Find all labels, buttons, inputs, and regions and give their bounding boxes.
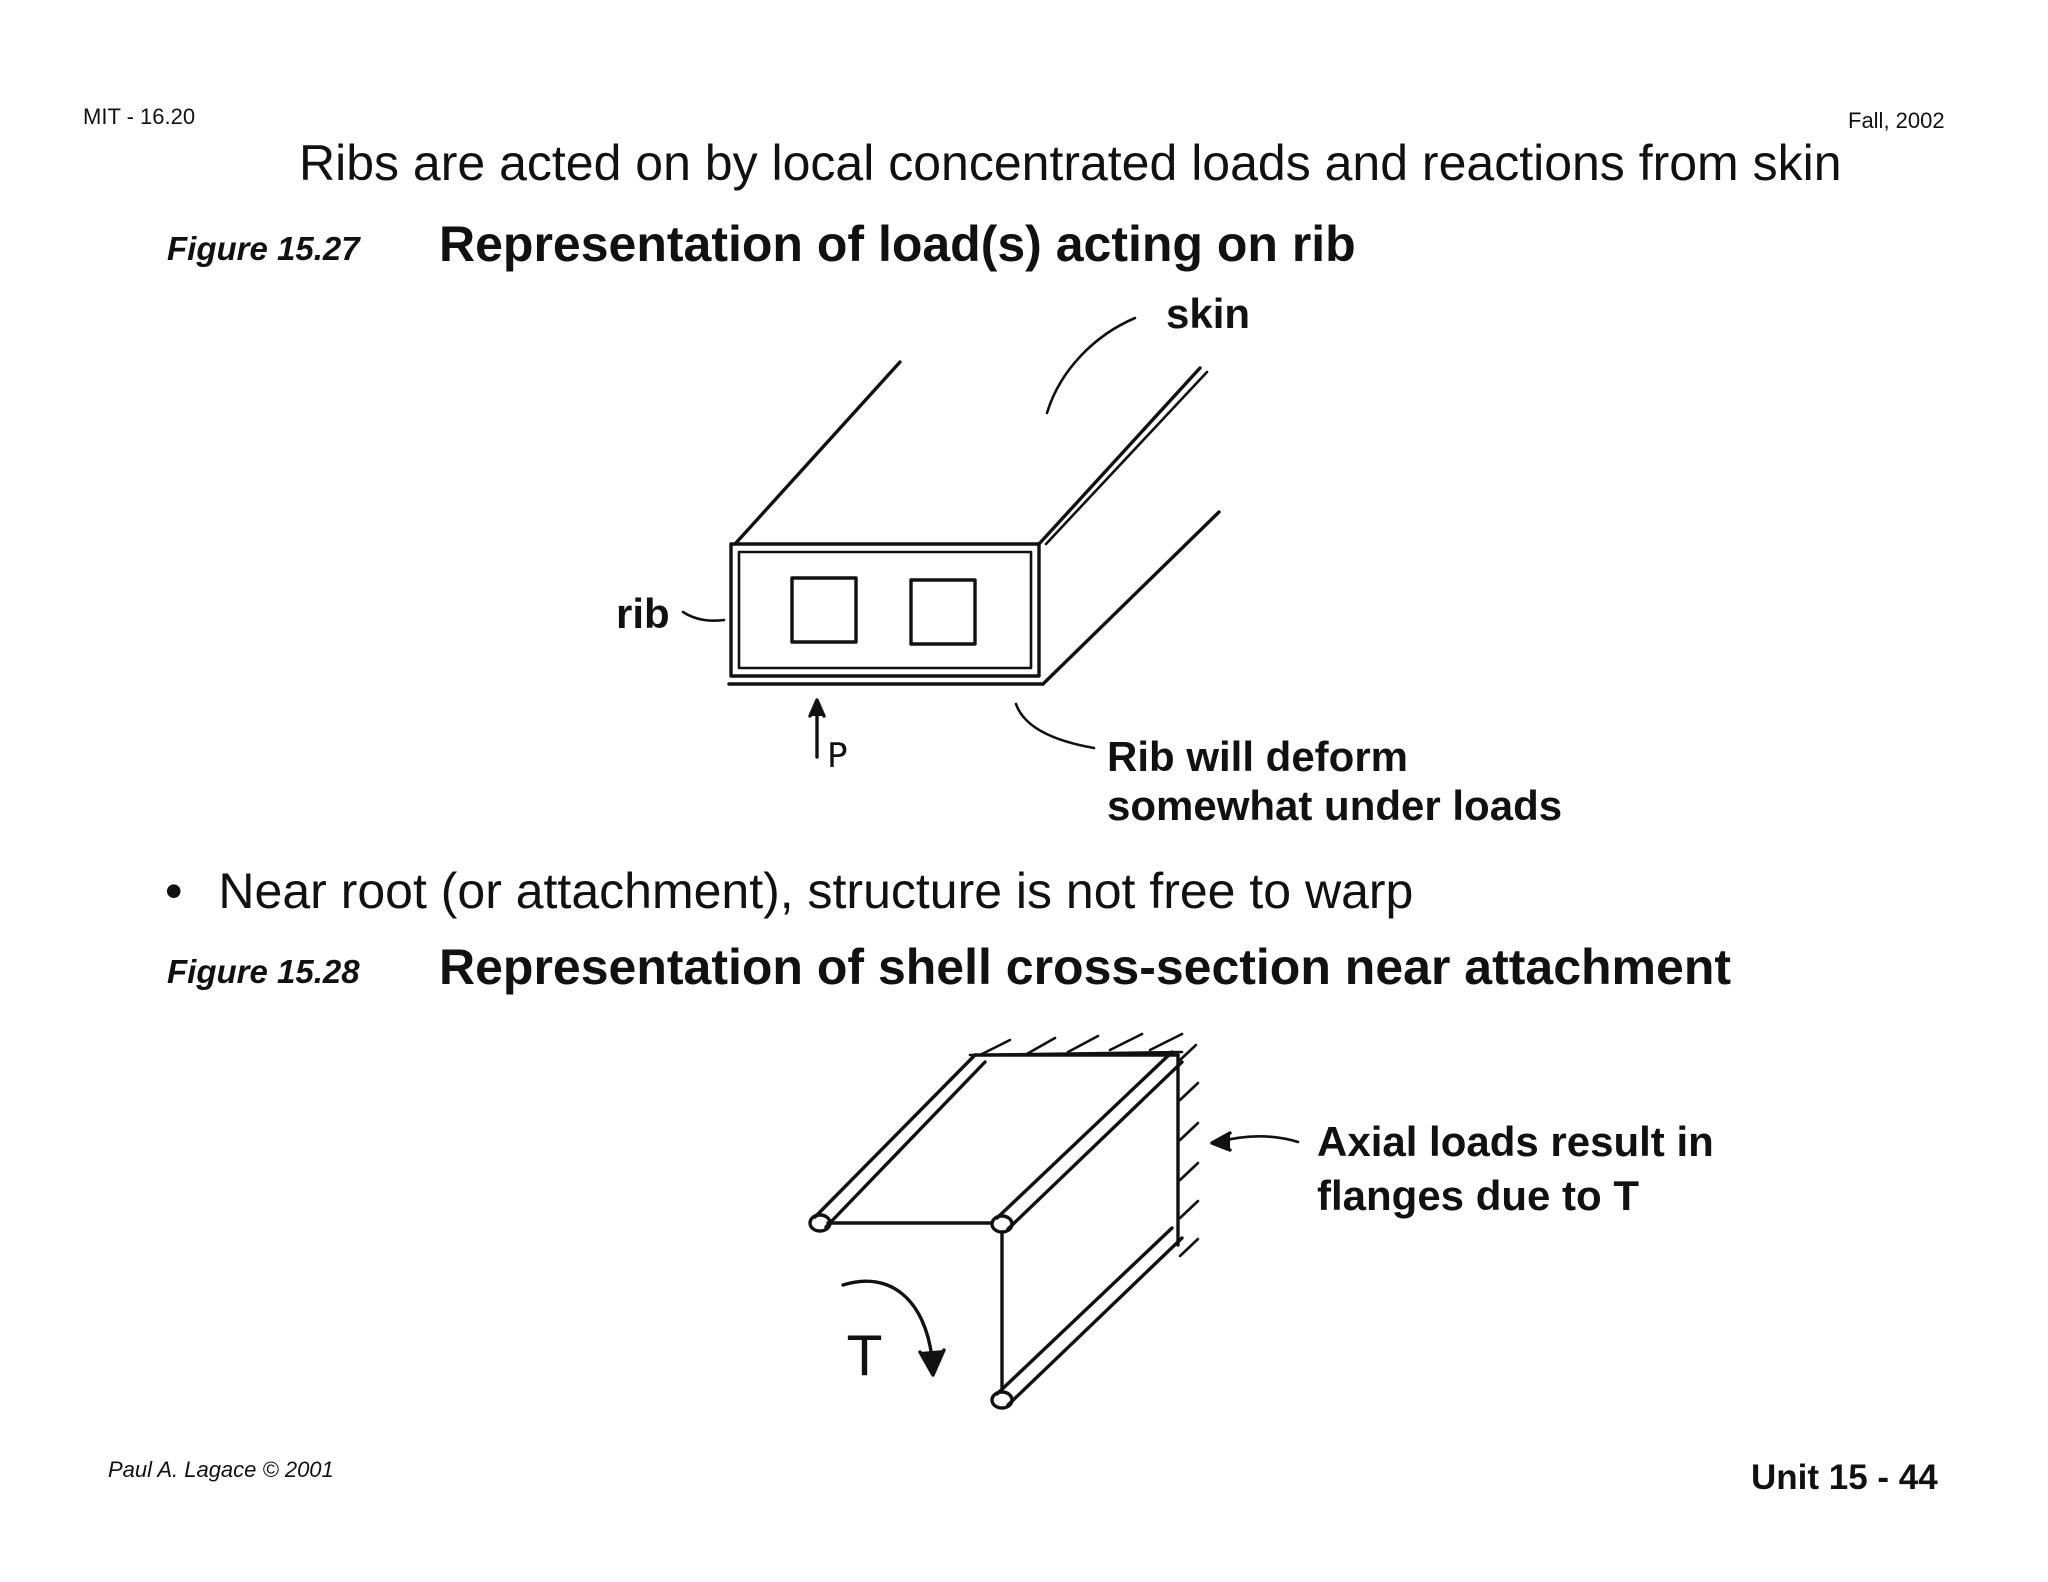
term-label: Fall, 2002 [1848, 108, 1945, 133]
skin-leader [1045, 316, 1137, 415]
flange-top-left-a [813, 1053, 977, 1219]
rib-inner [737, 550, 1033, 670]
rib-outline [729, 542, 1041, 678]
axial-note-line1: Axial loads result in [1317, 1118, 1714, 1165]
rib-label: rib [616, 590, 670, 637]
skin-left-edge [733, 360, 902, 546]
torque-arrow-head [918, 1348, 946, 1377]
bullet-point: • Near root (or attachment), structure i… [165, 862, 1413, 920]
bullet-symbol: • [165, 863, 183, 919]
deform-note-line2: somewhat under loads [1107, 782, 1563, 829]
flange-top-left-b [824, 1060, 987, 1229]
skin-label: skin [1166, 290, 1251, 337]
figure1-title: Representation of load(s) acting on rib [439, 216, 1356, 272]
figure2-title: Representation of shell cross-section ne… [439, 939, 1732, 995]
axial-note: Axial loads result in flanges due to T [1317, 1115, 1714, 1223]
load-label: P [827, 736, 848, 776]
course-code: MIT - 16.20 [83, 104, 196, 129]
page-number: Unit 15 - 44 [1751, 1458, 1938, 1497]
flange-top-right-a [995, 1050, 1174, 1220]
axial-note-line2: flanges due to T [1317, 1172, 1640, 1219]
lightening-hole-1 [790, 576, 858, 644]
deform-note: Rib will deform somewhat under loads [1107, 732, 1562, 830]
figure1-label: Figure 15.27 [167, 230, 360, 267]
skin-right-edge-2 [1044, 370, 1209, 546]
figure2-label: Figure 15.28 [167, 953, 360, 990]
skin-right-edge [1037, 366, 1202, 546]
axial-arrow-head [1210, 1131, 1232, 1152]
intro-line: Ribs are acted on by local concentrated … [299, 135, 1842, 191]
bottom-right-edge [1041, 510, 1221, 686]
bullet-text: Near root (or attachment), structure is … [218, 863, 1414, 919]
deform-note-line1: Rib will deform [1107, 733, 1409, 780]
wingbox-sketch [681, 316, 1221, 759]
flange-bottom-right-b [1006, 1236, 1184, 1407]
flange-bottom-right-end [990, 1390, 1014, 1410]
flange-top-right-b [1006, 1060, 1184, 1231]
flange-bottom-right-a [995, 1226, 1174, 1396]
load-arrow-head [808, 698, 826, 718]
flange-top-right-end [990, 1214, 1014, 1234]
clamped-shell-sketch [808, 1032, 1300, 1410]
lightening-hole-2 [909, 578, 977, 646]
author-credit: Paul A. Lagace © 2001 [108, 1457, 334, 1482]
rib-leader [681, 610, 726, 623]
torque-label: T [848, 1325, 881, 1388]
torque-arrow [841, 1279, 934, 1360]
deform-leader [1014, 702, 1096, 750]
